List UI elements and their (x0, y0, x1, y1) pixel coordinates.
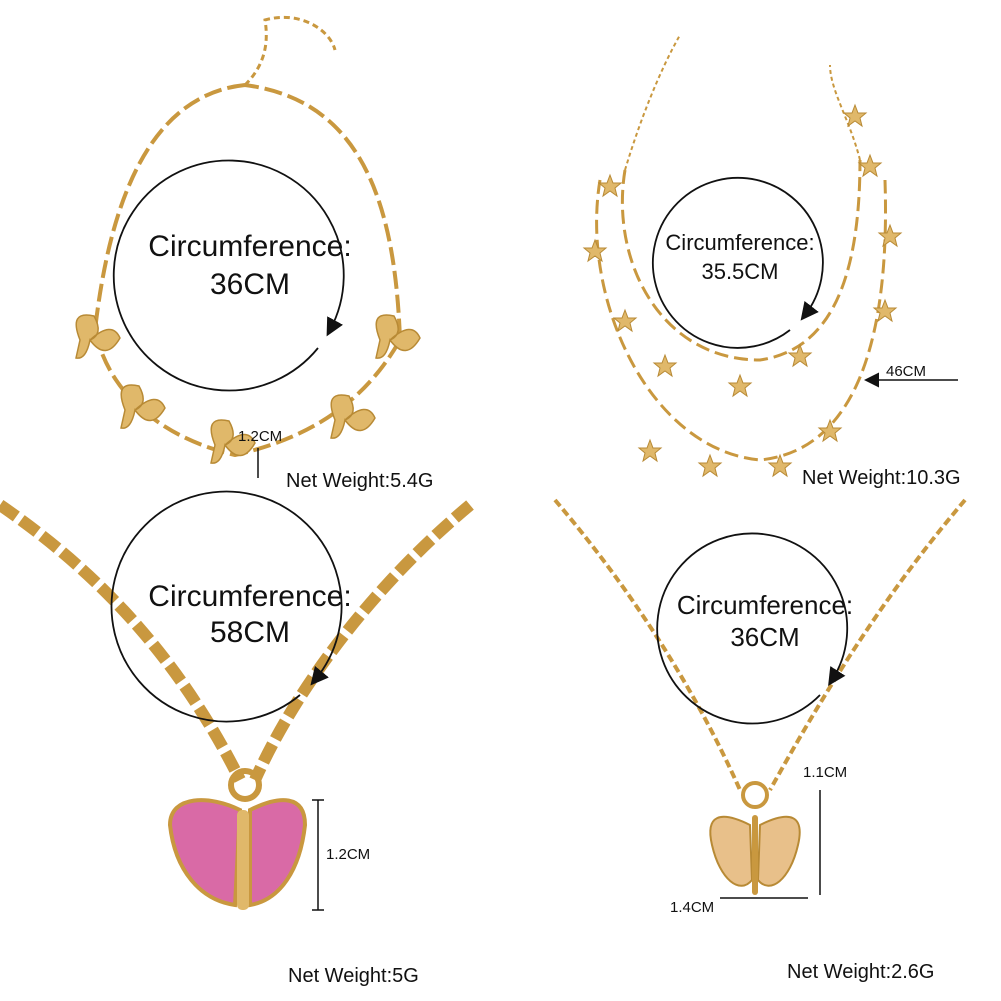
panel3-circumference-value: 58CM (209, 616, 291, 649)
gold-butterfly-pendant-image (553, 498, 967, 899)
panel2-circumference-label: Circumference: (665, 230, 815, 255)
butterfly-choker-image (75, 15, 421, 478)
panel1-circumference-value: 36CM (209, 268, 291, 301)
gold-butterfly-icon (709, 815, 801, 895)
pink-butterfly-pendant-image (0, 490, 474, 911)
panel4-width-label: 1.4CM (670, 899, 715, 916)
panel1-size-label: 1.2CM (238, 428, 283, 445)
panel2-net-weight: Net Weight:10.3G (802, 467, 961, 489)
panel4-height-label: 1.1CM (803, 764, 848, 781)
panel4-net-weight: Net Weight:2.6G (787, 961, 935, 983)
pink-butterfly-icon (167, 798, 308, 910)
panel4-circumference-label: Circumference: (676, 590, 854, 620)
panel2-circumference-value: 35.5CM (701, 259, 779, 284)
panel3-net-weight: Net Weight:5G (288, 965, 419, 987)
panel1-net-weight: Net Weight:5.4G (286, 470, 434, 492)
panel3-size-label: 1.2CM (326, 846, 371, 863)
star-charms (582, 103, 903, 478)
panel3-circumference-label: Circumference: (148, 580, 352, 613)
panel2-length-label: 46CM (886, 363, 927, 380)
panel4-circumference-value: 36CM (730, 622, 800, 652)
star-necklace-image (582, 34, 958, 478)
panel1-circumference-label: Circumference: (148, 230, 352, 263)
